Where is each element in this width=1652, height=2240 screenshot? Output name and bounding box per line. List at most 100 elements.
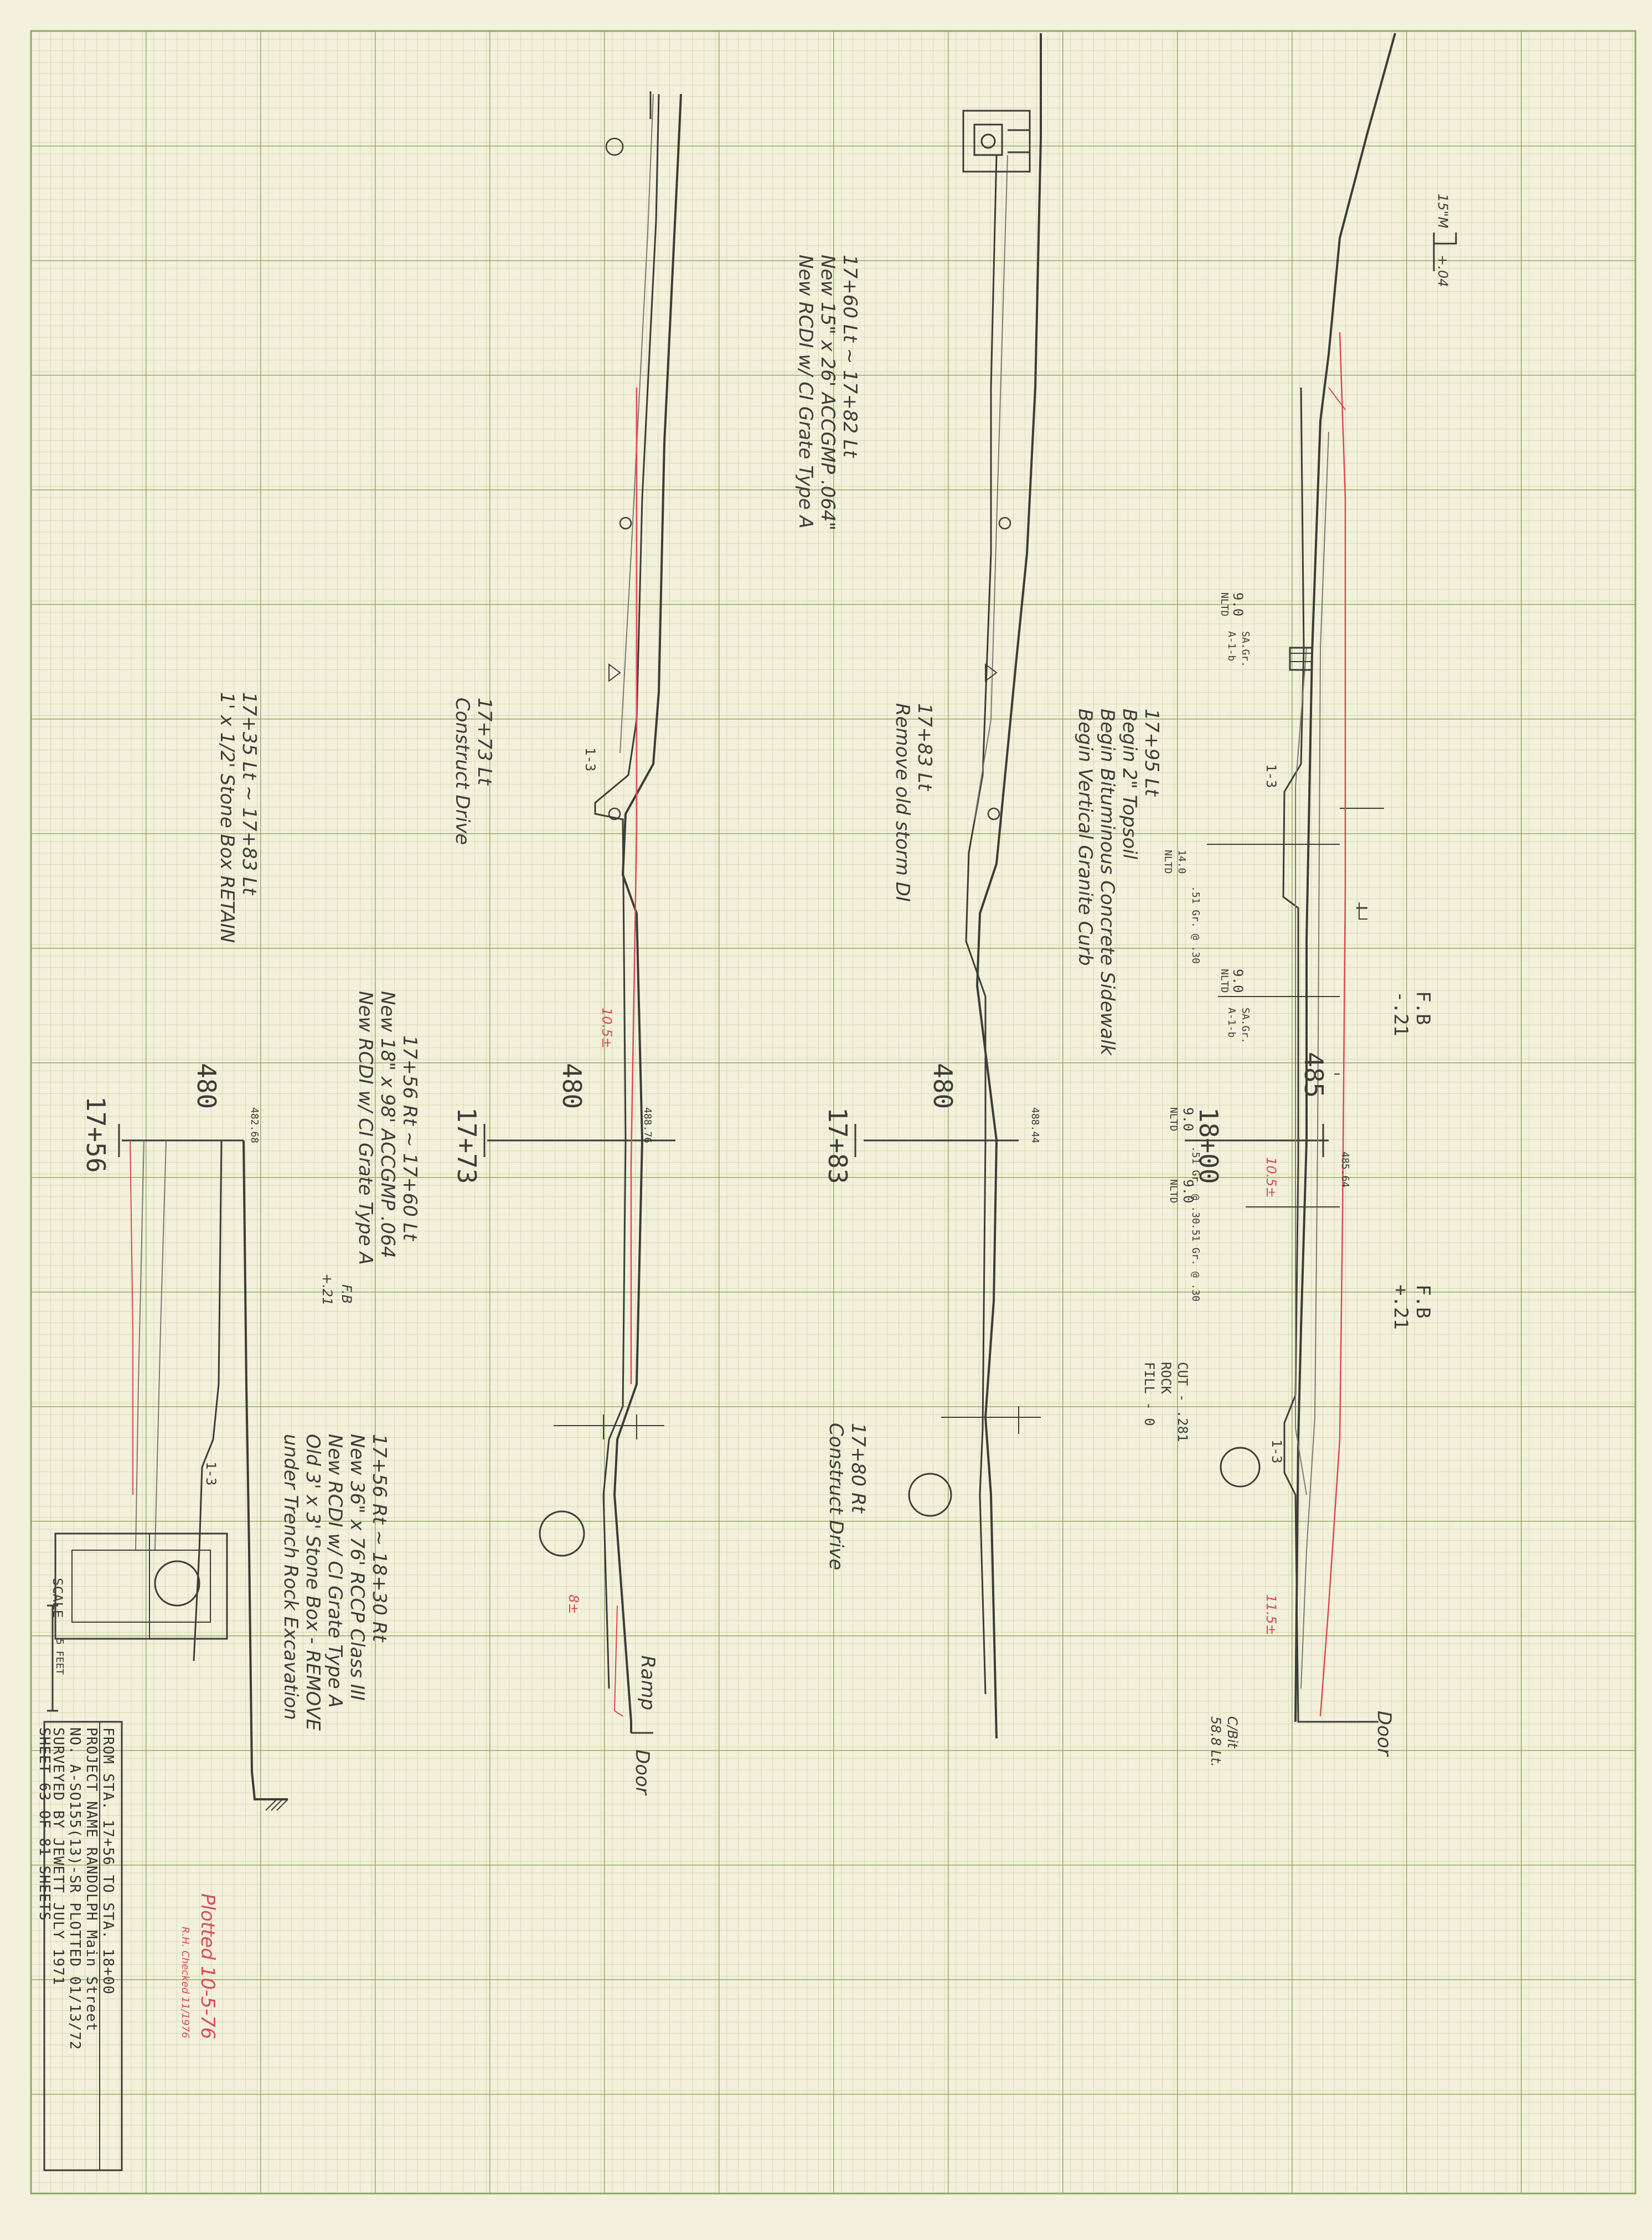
slope-17-73: 1-3 — [582, 747, 598, 772]
ditch-label: A-1-b — [1226, 631, 1237, 662]
fb-left-label: F.B — [1412, 991, 1434, 1025]
marker-circle-17-83 — [908, 1473, 952, 1517]
pipe-circle-17-56 — [154, 1560, 200, 1607]
lower-label: NLTD — [1219, 969, 1230, 993]
title-block-line1: FROM STA. 17+56 TO STA. 18+00 — [100, 1727, 116, 1995]
fb-left-value: -.21 — [1390, 991, 1412, 1036]
lower-label: .51 Gr. @ .30 — [1190, 1146, 1201, 1224]
ditch-label: NLTD — [1162, 850, 1174, 874]
cut-label: CUT - .281 — [1175, 1362, 1190, 1442]
fill-label: FILL - 0 — [1142, 1362, 1157, 1426]
slope-18-00-top: 1-3 — [1263, 764, 1279, 788]
profile-elev-17-73: 488.76 — [642, 1107, 653, 1144]
lower-label: 9.0 — [1180, 1107, 1196, 1132]
red-grade-17-73 — [630, 388, 638, 1384]
profile-elev-17-56: 482.68 — [249, 1107, 260, 1144]
marker-top-label: 15"M — [1435, 194, 1450, 229]
title-block-line5: SHEET 63 OF 81 SHEETS — [36, 1727, 53, 1921]
ditch-label: NLTD — [1219, 592, 1230, 617]
lower-label: SA.Gr. — [1240, 1008, 1251, 1044]
elevation-label-18-00: 485 — [1299, 1052, 1329, 1098]
note-17-56-mid-1: 17+56 Rt ~ 17+60 Lt — [399, 1035, 421, 1241]
note-17-73-pipe-3: New RCDI w/ CI Grate Type A — [794, 255, 817, 529]
note-17-56-bottom-5: under Trench Rock Excavation — [280, 1434, 302, 1720]
door-label-18-00: Door — [1373, 1711, 1395, 1756]
fb-right-label: F.B — [1412, 1284, 1434, 1319]
red-label-17-73-b: 8± — [566, 1594, 581, 1614]
marker-circle-18-00 — [1220, 1447, 1261, 1488]
fb-17-56-value: +.21 — [319, 1273, 335, 1306]
ditch-label: SA.Gr. — [1240, 631, 1251, 668]
stone-box-17-56 — [54, 1532, 228, 1640]
slope-17-56: 1-3 — [203, 1462, 219, 1486]
lower-label: NLTD — [1168, 1179, 1179, 1204]
note-18-00-3: Begin Bituminous Concrete Sidewalk — [1096, 709, 1118, 1056]
station-label-17-83: 17+83 — [823, 1107, 853, 1184]
title-block-frame — [43, 1721, 123, 2171]
curb-note2-18-00: 58.8 Lt. — [1208, 1716, 1223, 1767]
section-18-00 — [1185, 33, 1457, 1723]
lower-label: A-1-b — [1226, 1008, 1237, 1038]
curb-note-18-00: C/Bit — [1225, 1716, 1240, 1748]
note-17-56-bottom-2: New 36" x 76' RCCP Class III — [346, 1434, 368, 1701]
red-label-18-00-a: 10.5± — [1263, 1157, 1279, 1198]
scale-label: SCALE — [50, 1578, 65, 1618]
note-18-00-1: 17+95 Lt — [1140, 709, 1163, 797]
note-17-83-bottom-1: 17+80 Rt — [847, 1423, 869, 1513]
ground-profile-17-56 — [242, 1140, 288, 1800]
note-17-83-top-2: Remove old storm DI — [891, 703, 913, 902]
note-18-00-2: Begin 2" Topsoil — [1118, 709, 1140, 860]
note-17-56-bottom-1: 17+56 Rt ~ 18+30 Rt — [368, 1434, 390, 1642]
title-block-line2: PROJECT NAME RANDOLPH Main Street — [83, 1727, 100, 2032]
elevation-label-17-73: 480 — [557, 1063, 587, 1109]
note-17-73-pipe-2: New 15" x 26' ACCGMP .064" — [817, 255, 839, 531]
elevation-label-17-56: 480 — [192, 1063, 221, 1109]
ditch-label: 9.0 — [1230, 592, 1246, 617]
note-17-56-bottom-4: Old 3' x 3' Stone Box - REMOVE — [302, 1434, 324, 1731]
fb-17-56-label: F.B — [339, 1284, 354, 1304]
note-18-00-4: Begin Vertical Granite Curb — [1074, 709, 1096, 966]
elevation-label-17-83: 480 — [928, 1063, 958, 1109]
ditch-label: 14.0 — [1176, 850, 1188, 874]
plotted-stamp-2: R.H. Checked 11/1976 — [179, 1927, 191, 2038]
title-block-line3: NO. A-SO155(13)-SR PLOTTED 01/13/72 — [66, 1727, 83, 2050]
ramp-label-17-73: Ramp — [637, 1655, 659, 1711]
profile-elev-17-83: 488.44 — [1029, 1107, 1041, 1144]
note-17-83-top-1: 17+83 Lt — [913, 703, 936, 791]
rock-label: ROCK — [1158, 1362, 1174, 1394]
profile-elev-18-00: 485.64 — [1339, 1152, 1351, 1188]
ground-profile-17-73 — [613, 94, 682, 1733]
scale-value: 5 FEET — [54, 1639, 65, 1675]
slope-18-00-bottom: 1-3 — [1269, 1439, 1284, 1464]
marker-top-value: +.04 — [1435, 255, 1450, 287]
note-17-56-top-1: 17+35 Lt ~ 17+83 Lt — [238, 692, 260, 895]
note-17-83-bottom-2: Construct Drive — [825, 1423, 847, 1571]
red-label-18-00-b: 11.5± — [1263, 1594, 1279, 1635]
plotted-stamp: Plotted 10-5-76 — [197, 1893, 219, 2040]
note-17-56-mid-3: New RCDI w/ CI Grate Type A — [354, 991, 376, 1265]
fb-right-value: +.21 — [1390, 1284, 1412, 1330]
note-17-56-mid-2: New 18" x 98' ACCGMP .064 — [376, 991, 399, 1258]
door-label-17-73: Door — [631, 1749, 653, 1795]
section-17-56 — [47, 1124, 288, 1811]
note-17-73-top-2: Construct Drive — [451, 698, 473, 845]
red-label-17-73-a: 10.5± — [599, 1008, 615, 1049]
template-18-00 — [1282, 387, 1379, 1723]
section-17-73 — [483, 91, 682, 1734]
station-label-17-56: 17+56 — [81, 1096, 111, 1173]
note-17-73-top-1: 17+73 Lt — [473, 698, 495, 786]
graph-grid — [31, 31, 1635, 2193]
lower-label: .51 Gr. @ .30 — [1190, 1224, 1201, 1302]
marker-circle-17-73 — [539, 1510, 585, 1557]
note-17-56-bottom-3: New RCDI w/ CI Grate Type A — [324, 1434, 346, 1708]
lower-label: NLTD — [1168, 1107, 1179, 1132]
note-17-73-pipe-1: 17+60 Lt ~ 17+82 Lt — [839, 255, 861, 458]
red-grade-18-00 — [1319, 332, 1346, 1717]
section-17-83 — [854, 33, 1042, 1739]
ditch-label: .51 Gr. @ .30 — [1190, 886, 1201, 964]
station-label-17-73: 17+73 — [452, 1107, 482, 1184]
lower-label: 9.0 — [1230, 969, 1246, 993]
note-17-56-top-2: 1' x 1/2' Stone Box RETAIN — [216, 692, 238, 943]
